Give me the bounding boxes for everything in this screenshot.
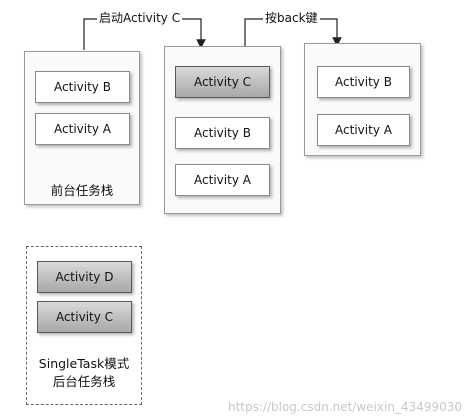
activity-a: Activity A xyxy=(317,114,410,146)
activity-b: Activity B xyxy=(35,71,130,103)
activity-b: Activity B xyxy=(317,66,410,98)
activity-c: Activity C xyxy=(37,301,132,333)
foreground-stack-after-back: Activity B Activity A xyxy=(304,43,421,156)
foreground-stack-caption: 前台任务栈 xyxy=(50,183,114,198)
foreground-stack-before: Activity B Activity A 前台任务栈 xyxy=(24,51,140,205)
foreground-stack-after-launch: Activity C Activity B Activity A xyxy=(164,46,281,214)
watermark: https://blog.csdn.net/weixin_43499030 xyxy=(227,400,462,414)
label-launch-activity-c: 启动Activity C xyxy=(97,10,183,26)
activity-c: Activity C xyxy=(175,66,270,98)
background-stack: Activity D Activity C SingleTask模式 后台任务栈 xyxy=(26,246,142,405)
activity-b: Activity B xyxy=(175,117,270,149)
activity-d: Activity D xyxy=(37,261,132,293)
activity-a: Activity A xyxy=(35,113,130,145)
background-stack-caption-line1: SingleTask模式 xyxy=(38,356,130,371)
label-press-back: 按back键 xyxy=(263,10,320,26)
activity-a: Activity A xyxy=(175,164,270,196)
background-stack-caption-line2: 后台任务栈 xyxy=(52,374,116,389)
